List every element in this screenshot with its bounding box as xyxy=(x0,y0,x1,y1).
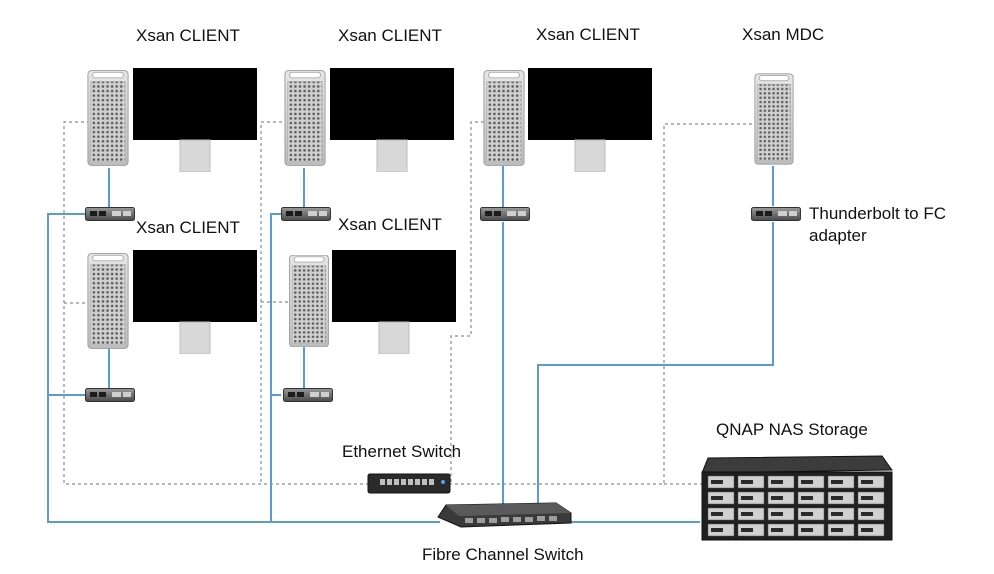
xsan-client-1 xyxy=(85,68,257,221)
fc-adapter-client-1 xyxy=(85,207,135,221)
fc-adapter-client-3 xyxy=(480,207,530,221)
nas-drive-slot xyxy=(801,512,813,516)
mac-pro-mdc xyxy=(754,73,794,165)
label-xsan-client-3: Xsan CLIENT xyxy=(536,25,640,44)
label-thunderbolt-fc-adapter: Thunderbolt to FC adapter xyxy=(809,204,947,245)
display-client-5 xyxy=(332,250,456,354)
nas-drive-slot xyxy=(831,528,843,532)
label-ethernet-switch: Ethernet Switch xyxy=(342,442,462,461)
xsan-client-3 xyxy=(480,68,652,221)
nas-drive-slot xyxy=(831,480,843,484)
fibre-channel-switch-device xyxy=(437,502,572,528)
mac-pro-client-1 xyxy=(87,70,129,166)
fc-link-left-trunk xyxy=(47,213,440,523)
mac-pro-client-4 xyxy=(87,253,129,349)
label-xsan-client-5: Xsan CLIENT xyxy=(338,215,442,234)
ethernet-links xyxy=(63,121,758,485)
qnap-nas-device xyxy=(701,455,893,541)
nas-drive-slot xyxy=(861,528,873,532)
fc-adapter-mdc xyxy=(751,207,801,221)
nas-drive-slot xyxy=(711,528,723,532)
ethernet-link-client-3 xyxy=(450,121,484,484)
display-client-1 xyxy=(133,68,257,172)
nas-drive-slot xyxy=(861,480,873,484)
nas-drive-slot xyxy=(771,480,783,484)
nas-drive-slot xyxy=(801,528,813,532)
nas-drive-slot xyxy=(741,512,753,516)
fc-adapter-client-4 xyxy=(85,388,135,402)
label-xsan-client-1: Xsan CLIENT xyxy=(136,26,240,45)
nas-drive-slot xyxy=(771,512,783,516)
mac-pro-client-3 xyxy=(483,70,525,166)
nas-drive-slot xyxy=(831,512,843,516)
label-fibre-channel-switch: Fibre Channel Switch xyxy=(422,545,584,564)
xsan-client-5 xyxy=(283,250,456,402)
mac-pro-client-5 xyxy=(289,255,329,347)
display-client-2 xyxy=(330,68,454,172)
xsan-client-4 xyxy=(85,250,257,402)
label-xsan-client-4: Xsan CLIENT xyxy=(136,218,240,237)
xsan-client-2 xyxy=(281,68,454,221)
nas-drive-slot xyxy=(861,512,873,516)
label-xsan-client-2: Xsan CLIENT xyxy=(338,26,442,45)
fibre-channel-links xyxy=(47,166,774,523)
fc-adapter-client-5 xyxy=(283,388,333,402)
nas-drive-slot xyxy=(831,496,843,500)
xsan-mdc xyxy=(751,73,801,221)
label-qnap-nas: QNAP NAS Storage xyxy=(716,420,868,439)
nas-drive-slot xyxy=(771,496,783,500)
nas-drive-slot xyxy=(861,496,873,500)
ethernet-link-mdc xyxy=(450,123,758,485)
nas-drive-slot xyxy=(711,480,723,484)
label-xsan-mdc: Xsan MDC xyxy=(742,25,825,44)
nas-drive-slot xyxy=(801,496,813,500)
nas-drive-slot xyxy=(741,528,753,532)
fc-adapter-client-2 xyxy=(281,207,331,221)
nas-drive-slot xyxy=(711,512,723,516)
ethernet-switch-device xyxy=(367,473,451,494)
nas-drive-slot xyxy=(771,528,783,532)
nas-drive-slot xyxy=(741,480,753,484)
nas-drive-slot xyxy=(801,480,813,484)
display-client-4 xyxy=(133,250,257,354)
ethernet-link-client-2 xyxy=(260,121,288,484)
mac-pro-client-2 xyxy=(284,70,326,166)
nas-drive-slot xyxy=(711,496,723,500)
nas-drive-slot xyxy=(741,496,753,500)
display-client-3 xyxy=(528,68,652,172)
fc-link-mdc xyxy=(537,222,774,505)
